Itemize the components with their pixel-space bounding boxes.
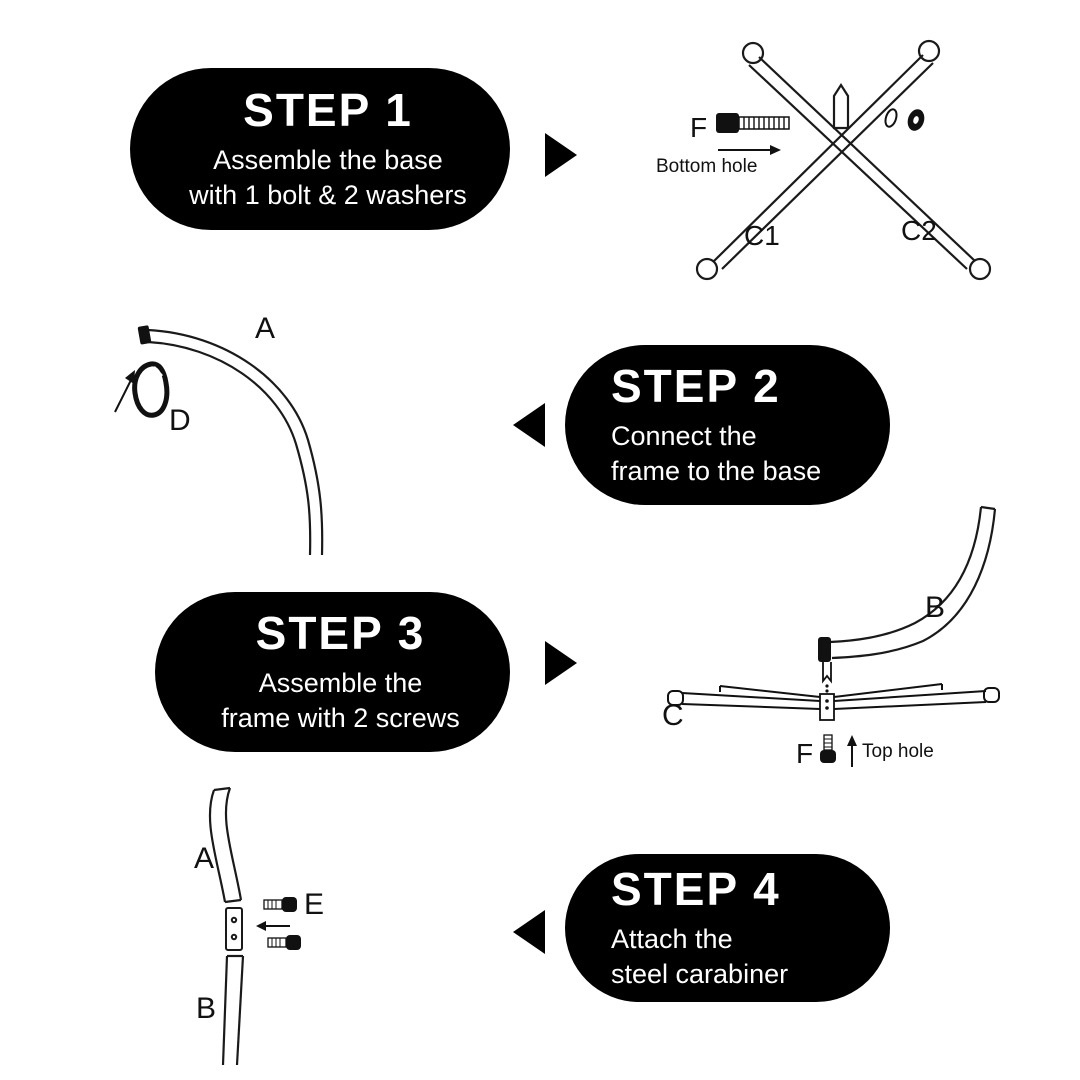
step3-badge: STEP 3 Assemble the frame with 2 screws xyxy=(155,592,510,752)
step2-desc-line2: frame to the base xyxy=(611,456,822,487)
part-label-b2: B xyxy=(196,992,216,1025)
screw-e-icons xyxy=(263,897,301,950)
part-label-b: B xyxy=(925,591,945,624)
part-label-e: E xyxy=(304,888,324,921)
part-label-f2: F xyxy=(796,738,813,769)
tube-end-cap xyxy=(818,637,831,662)
step2-description: Connect the frame to the base xyxy=(611,419,821,489)
base-legs-side-view xyxy=(667,683,1000,710)
step4-desc-line1: Attach the xyxy=(611,924,733,955)
step4-description: Attach the steel carabiner xyxy=(611,922,788,992)
step1-title: STEP 1 xyxy=(243,83,413,136)
step2-desc-line1: Connect the xyxy=(611,421,757,452)
step1-desc-line1: Assemble the base xyxy=(213,145,443,176)
step4-tube-joint-diagram: A B E xyxy=(194,786,324,1066)
step1-badge: STEP 1 Assemble the base with 1 bolt & 2… xyxy=(130,68,510,230)
top-hole-label: Top hole xyxy=(862,741,934,762)
frame-b-tube xyxy=(829,505,997,660)
bolt-direction-arrow-icon xyxy=(718,145,781,155)
clevis-fork xyxy=(822,662,832,693)
step1-desc-line2: with 1 bolt & 2 washers xyxy=(189,180,467,211)
insert-direction-arrow-icon xyxy=(256,921,290,931)
step2-frame-diagram: A D xyxy=(114,312,324,556)
tube-tip-cap xyxy=(137,325,152,345)
joint-insert xyxy=(225,907,243,951)
step4-desc-line2: steel carabiner xyxy=(611,959,789,990)
step3-description: Assemble the frame with 2 screws xyxy=(221,666,460,736)
step2-title: STEP 2 xyxy=(611,359,781,412)
step3-desc-line2: frame with 2 screws xyxy=(221,703,460,734)
part-label-f: F xyxy=(690,112,707,143)
top-hole-arrow-icon xyxy=(847,735,857,767)
tube-a xyxy=(208,786,243,904)
step3-title: STEP 3 xyxy=(255,606,426,659)
screw-icon xyxy=(820,734,836,763)
part-label-a: A xyxy=(255,312,275,345)
carabiner-pointer-arrow-icon xyxy=(114,370,135,413)
step1-pointer-arrow-icon xyxy=(545,133,577,177)
part-label-c2: C2 xyxy=(901,215,937,246)
bolt-icon xyxy=(716,113,790,133)
step4-pointer-arrow-icon xyxy=(513,910,545,954)
center-bracket xyxy=(832,82,850,130)
washers-icon xyxy=(884,108,925,131)
step4-title: STEP 4 xyxy=(611,862,781,915)
part-label-c1: C1 xyxy=(744,220,780,251)
step3-desc-line1: Assemble the xyxy=(258,668,423,699)
part-label-a2: A xyxy=(194,842,214,875)
base-hub xyxy=(819,693,835,721)
tube-b xyxy=(221,954,245,1066)
step2-badge: STEP 2 Connect the frame to the base xyxy=(565,345,890,505)
bottom-hole-label: Bottom hole xyxy=(656,156,757,177)
step1-base-diagram: F Bottom hole C1 C2 xyxy=(656,39,992,281)
step3-pointer-arrow-icon xyxy=(545,641,577,685)
step1-description: Assemble the base with 1 bolt & 2 washer… xyxy=(189,143,467,213)
part-label-c: C xyxy=(662,699,684,732)
step4-badge: STEP 4 Attach the steel carabiner xyxy=(565,854,890,1002)
frame-tube xyxy=(147,328,324,556)
carabiner-icon xyxy=(132,361,170,418)
base-x-legs xyxy=(695,39,992,281)
step2-pointer-arrow-icon xyxy=(513,403,545,447)
step3-frame-base-diagram: C B F Top hole xyxy=(662,505,1000,769)
carabiner-gate xyxy=(153,366,163,377)
part-label-d: D xyxy=(169,404,191,437)
